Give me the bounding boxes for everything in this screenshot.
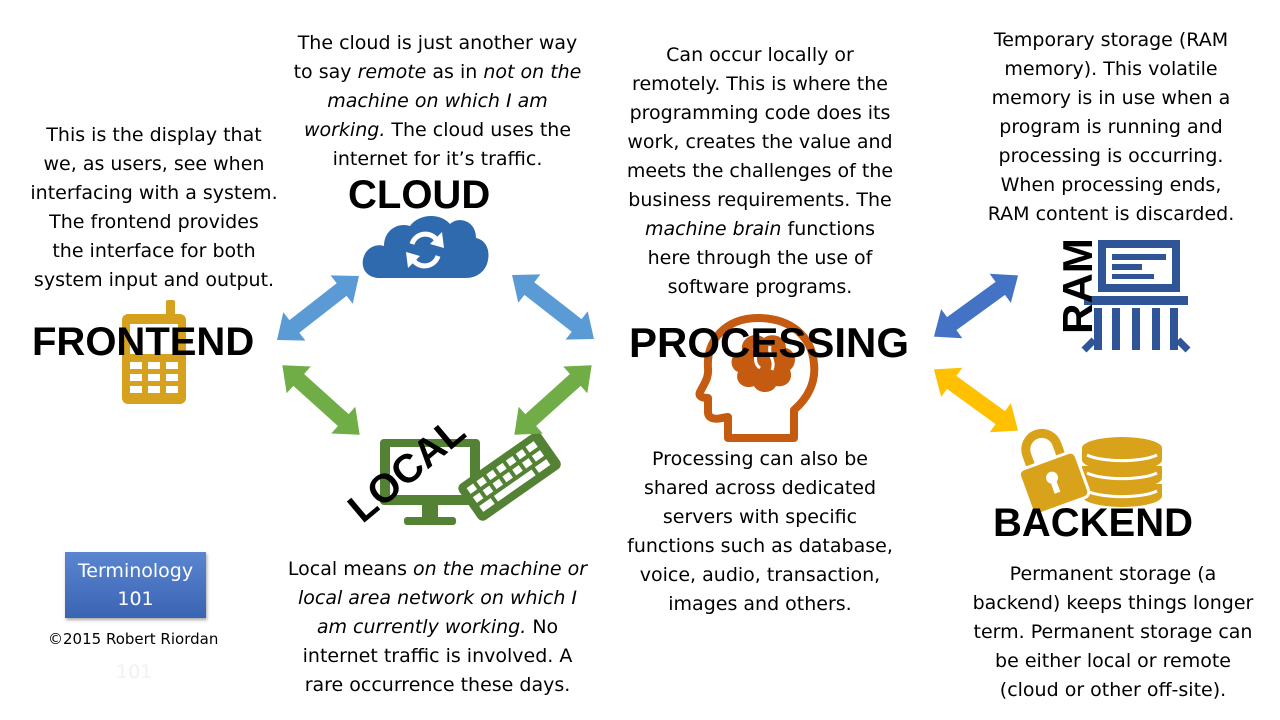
backend-label: BACKEND	[993, 501, 1193, 545]
database-lock-icon	[1017, 428, 1162, 516]
brain-head-icon	[695, 314, 819, 442]
processing-text-9: software programs.	[667, 276, 853, 298]
ram-text-4: program is running and	[999, 116, 1223, 138]
processing-text-3: programming code does its	[629, 102, 891, 124]
frontend-text-1: This is the display that	[46, 124, 262, 146]
frontend-text-2: we, as users, see when	[43, 153, 265, 175]
ghost-watermark-text: 101	[116, 661, 153, 683]
ram-chip-icon	[1081, 240, 1191, 353]
local-text-7: rare occurrence these days.	[304, 674, 571, 696]
ram-description: Temporary storage (RAM memory). This vol…	[970, 26, 1252, 229]
backend-text-3: term. Permanent storage can	[973, 621, 1253, 643]
computer-keyboard-icon	[380, 431, 561, 525]
backend-text-4: be either local or remote	[995, 650, 1231, 672]
phone-icon	[122, 300, 186, 404]
cloud-text-4: as in	[426, 61, 484, 83]
cloud-text-1: The cloud is just another way	[297, 32, 578, 54]
frontend-text-3: interfacing with a system.	[30, 182, 278, 204]
terminology-badge: Terminology 101	[65, 552, 206, 618]
ram-label: RAM	[1053, 238, 1101, 334]
processing-description: Can occur locally or remotely. This is w…	[612, 41, 908, 302]
frontend-description: This is the display that we, as users, s…	[18, 121, 290, 295]
cloud-text-7: working.	[303, 119, 386, 141]
backend-text-5: (cloud or other off-site).	[999, 679, 1227, 701]
cloud-text-6: machine on which I am	[327, 90, 548, 112]
processing-text-4: work, creates the value and	[627, 131, 893, 153]
shared-text-6: images and others.	[668, 593, 852, 615]
ram-text-6: When processing ends,	[1000, 174, 1222, 196]
local-description: Local means on the machine or local area…	[270, 555, 605, 700]
ram-text-7: RAM content is discarded.	[987, 203, 1235, 225]
local-text-3: local area network on which I	[297, 587, 578, 609]
processing-text-7b: functions	[781, 218, 876, 240]
local-text-6: internet traffic is involved. A	[302, 645, 573, 667]
cloud-label: CLOUD	[348, 173, 491, 217]
local-text-5: No	[526, 616, 559, 638]
processing-label: PROCESSING	[629, 319, 910, 366]
processing-text-7a: machine brain	[644, 218, 782, 240]
ram-text-2: memory). This volatile	[1004, 58, 1218, 80]
local-text-4: am currently working.	[316, 616, 527, 638]
shared-text-5: voice, audio, transaction,	[639, 564, 881, 586]
local-text-1: Local means	[287, 558, 414, 580]
backend-description: Permanent storage (a backend) keeps thin…	[960, 560, 1266, 705]
shared-text-2: shared across dedicated	[643, 477, 877, 499]
backend-text-1: Permanent storage (a	[1009, 563, 1217, 585]
badge-line-2: 101	[117, 588, 154, 610]
frontend-text-4: The frontend provides	[49, 211, 259, 233]
ram-text-1: Temporary storage (RAM	[993, 29, 1229, 51]
processing-text-8: here through the use of	[647, 247, 873, 269]
badge-line-1: Terminology	[77, 560, 194, 582]
cloud-text-9: internet for it’s traffic.	[332, 148, 543, 170]
cloud-text-2: to say	[293, 61, 358, 83]
copyright: ©2015 Robert Riordan	[48, 630, 219, 648]
processing-text-6: business requirements. The	[628, 189, 892, 211]
processing-shared-description: Processing can also be shared across ded…	[612, 445, 908, 619]
frontend-text-6: system input and output.	[33, 269, 275, 291]
cloud-sync-icon	[362, 215, 489, 278]
shared-text-1: Processing can also be	[652, 448, 868, 470]
processing-text-1: Can occur locally or	[666, 44, 854, 66]
cloud-description: The cloud is just another way to say rem…	[280, 29, 595, 174]
cloud-text-3: remote	[357, 61, 427, 83]
shared-text-4: functions such as database,	[627, 535, 893, 557]
processing-text-2: remotely. This is where the	[632, 73, 888, 95]
cloud-text-5: not on the	[483, 61, 582, 83]
cloud-text-8: The cloud uses the	[385, 119, 572, 141]
processing-text-5: meets the challenges of the	[626, 160, 894, 182]
shared-text-3: servers with specific	[662, 506, 858, 528]
backend-text-2: backend) keeps things longer	[972, 592, 1254, 614]
local-text-2: on the machine or	[413, 558, 588, 580]
frontend-text-5: the interface for both	[52, 240, 256, 262]
frontend-label: FRONTEND	[32, 320, 255, 364]
ram-text-3: memory is in use when a	[991, 87, 1231, 109]
ram-text-5: processing is occurring.	[998, 145, 1224, 167]
